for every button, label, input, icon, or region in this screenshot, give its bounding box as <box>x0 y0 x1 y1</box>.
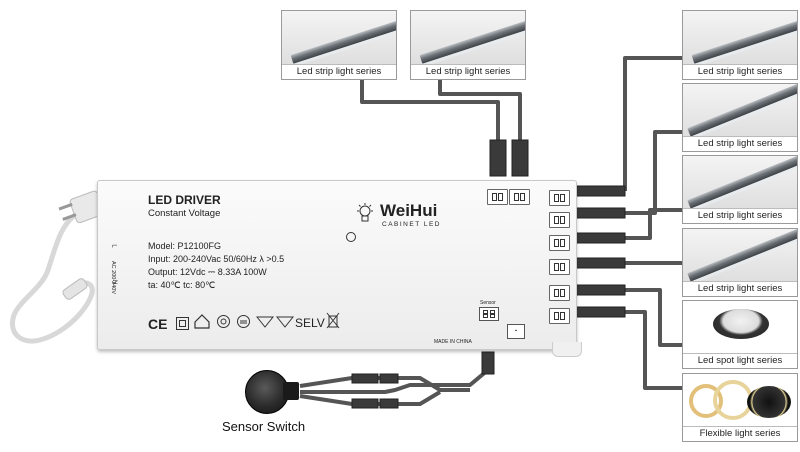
input-spec: Input: 200-240Vac 50/60Hz λ >0.5 <box>148 254 285 264</box>
cable-sensor <box>300 352 490 394</box>
ac-n-label: N <box>111 279 118 285</box>
cable-right-6 <box>625 310 682 390</box>
top-port-2 <box>509 189 530 205</box>
output-label: Led strip light series <box>683 136 797 151</box>
class-ii-icon <box>176 317 189 330</box>
right-port-5 <box>549 285 570 301</box>
driver-title: LED DRIVER <box>148 193 221 207</box>
cable-right-2 <box>625 130 682 215</box>
right-port-2 <box>549 212 570 228</box>
output-label: Led spot light series <box>683 353 797 368</box>
cable-top-2 <box>438 80 522 140</box>
sensor-switch <box>245 370 303 414</box>
ac-spec-label: AC 200-240V <box>110 261 116 295</box>
model-text: Model: P12100FG <box>148 241 222 251</box>
output-card-right-1: Led strip light series <box>682 10 798 80</box>
sensor-port-label: Sensor <box>480 300 496 306</box>
cable-power <box>10 202 98 344</box>
led-strip-image <box>691 20 797 64</box>
right-port-1 <box>549 190 570 206</box>
output-card-right-3: Led strip light series <box>682 155 798 224</box>
safety-transformer-icon <box>216 314 231 332</box>
sensor-port <box>479 307 499 321</box>
temperature-spec: ta: 40℃ tc: 80℃ <box>148 280 216 290</box>
output-label: Led strip light series <box>683 208 797 223</box>
cable-right-1 <box>623 56 682 191</box>
bulb-logo-icon <box>356 203 374 225</box>
furniture-mount-icon <box>255 314 296 332</box>
led-strip-image <box>687 84 797 137</box>
output-card-right-5: Led spot light series <box>682 300 798 369</box>
cable-right-3 <box>625 208 682 240</box>
ac-l-label: L <box>110 244 117 248</box>
sensor-selector-switch: ▪ <box>507 324 525 339</box>
output-card-top-2: Led strip light series <box>410 10 526 80</box>
copyright-icon <box>346 232 356 242</box>
led-driver: LED DRIVER Constant Voltage Model: P1210… <box>97 180 582 357</box>
made-in-label: MADE IN CHINA <box>434 339 472 345</box>
output-label: Flexible light series <box>683 426 797 441</box>
selv-mark: SELV <box>295 316 325 330</box>
cable-right-5 <box>625 288 682 347</box>
indoor-use-icon <box>194 313 210 332</box>
led-strip-image <box>419 20 525 64</box>
output-card-right-2: Led strip light series <box>682 83 798 152</box>
brand-subtitle: CABINET LED <box>382 221 442 228</box>
mounting-tab <box>552 342 582 357</box>
right-port-6 <box>549 308 570 324</box>
flexible-strip-image <box>689 380 793 424</box>
output-label: Led strip light series <box>411 64 525 79</box>
led-strip-image <box>687 229 797 282</box>
output-label: Led strip light series <box>683 64 797 79</box>
led-strip-image <box>687 156 797 209</box>
cable-top-1 <box>360 80 500 140</box>
ce-mark: CE <box>148 316 168 332</box>
short-circuit-icon <box>236 314 251 332</box>
output-spec: Output: 12Vdc ⎓ 8.33A 100W <box>148 267 267 277</box>
output-card-right-6: Flexible light series <box>682 373 798 442</box>
brand-name: WeiHui <box>380 201 438 220</box>
led-strip-image <box>290 20 396 64</box>
right-port-4 <box>549 259 570 275</box>
spot-light-image <box>713 309 769 339</box>
output-label: Led strip light series <box>683 281 797 296</box>
top-port-1 <box>487 189 508 205</box>
weee-bin-icon <box>326 312 340 332</box>
driver-subtitle: Constant Voltage <box>148 208 221 219</box>
right-port-3 <box>549 235 570 251</box>
output-label: Led strip light series <box>282 64 396 79</box>
output-card-right-4: Led strip light series <box>682 228 798 297</box>
output-card-top-1: Led strip light series <box>281 10 397 80</box>
sensor-switch-label: Sensor Switch <box>222 419 306 434</box>
